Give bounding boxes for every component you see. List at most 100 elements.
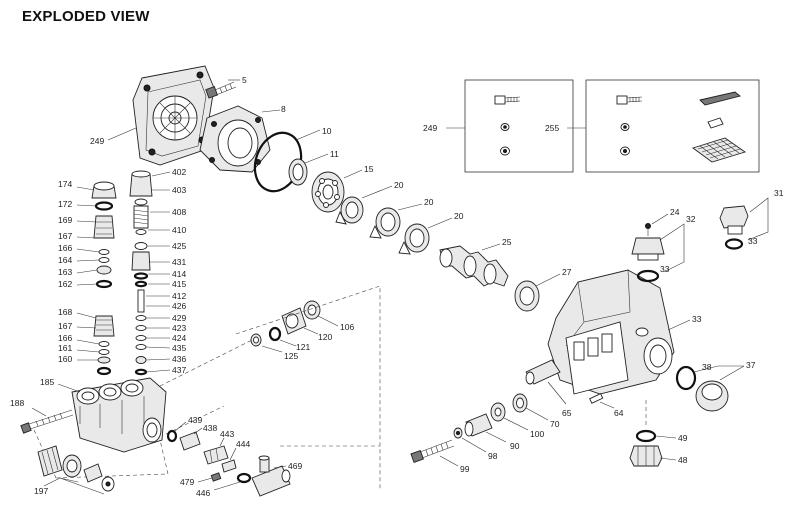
pin-64 (589, 393, 604, 404)
part-435-label: 435 (172, 343, 186, 353)
kit-box-255: 255 (545, 79, 760, 173)
part-164-label: 164 (58, 255, 72, 265)
part-436-label: 436 (172, 354, 186, 364)
part-49-label: 49 (678, 433, 688, 443)
part-163-label: 163 (58, 267, 72, 277)
o-ring-121 (268, 326, 282, 342)
part-20c-label: 20 (454, 211, 464, 221)
washer-98 (453, 427, 463, 439)
part-423-label: 423 (172, 323, 186, 333)
part-166a-label: 166 (58, 243, 72, 253)
part-90-label: 90 (510, 441, 520, 451)
part-125-label: 125 (284, 351, 298, 361)
part-174-label: 174 (58, 179, 72, 189)
part-53-label: 33 (692, 314, 702, 324)
bearing-15 (311, 171, 345, 213)
part-162-label: 162 (58, 279, 72, 289)
drain-plug-48 (629, 445, 663, 467)
fitting-479 (210, 472, 222, 482)
fitting-125 (250, 333, 262, 347)
part-70-label: 70 (550, 419, 560, 429)
part-167b-label: 167 (58, 321, 72, 331)
part-415-label: 415 (172, 279, 186, 289)
unloader-leader-lines (145, 171, 171, 373)
seal-11 (288, 158, 308, 186)
o-ring-446 (236, 472, 252, 484)
part-249-label: 249 (90, 136, 104, 146)
part-469-label: 469 (288, 461, 302, 471)
part-65-label: 65 (562, 408, 572, 418)
part-425-label: 425 (172, 241, 186, 251)
part-15-label: 15 (364, 164, 374, 174)
part-20b-label: 20 (424, 197, 434, 207)
unloader-assembly (129, 170, 153, 376)
part-120-label: 120 (318, 332, 332, 342)
bearing-27 (514, 280, 540, 312)
part-403-label: 403 (172, 185, 186, 195)
manifold-185 (71, 377, 167, 453)
crankshaft-25 (439, 245, 509, 287)
flange-8 (199, 105, 271, 173)
seal-70 (512, 393, 528, 413)
part-98-label: 98 (488, 451, 498, 461)
o-ring-38 (675, 365, 697, 391)
part-426-label: 426 (172, 301, 186, 311)
part-479-label: 479 (180, 477, 194, 487)
part-185-label: 185 (40, 377, 54, 387)
part-429-label: 429 (172, 313, 186, 323)
part-431-label: 431 (172, 257, 186, 267)
part-25-label: 25 (502, 237, 512, 247)
part-100-label: 100 (530, 429, 544, 439)
part-5-label: 5 (242, 75, 247, 85)
part-414-label: 414 (172, 269, 186, 279)
part-20a-label: 20 (394, 180, 404, 190)
part-167a-label: 167 (58, 231, 72, 241)
part-32-label: 32 (686, 214, 696, 224)
sight-glass-37 (695, 380, 729, 412)
bolt-188 (20, 409, 74, 434)
part-121-label: 121 (296, 342, 310, 352)
part-446-label: 446 (196, 488, 210, 498)
bolt-5 (205, 81, 237, 99)
o-ring-439 (166, 429, 178, 443)
part-10-label: 10 (322, 126, 332, 136)
part-188-label: 188 (10, 398, 24, 408)
part-27-label: 27 (562, 267, 572, 277)
part-410-label: 410 (172, 225, 186, 235)
part-160-label: 160 (58, 354, 72, 364)
part-48-label: 48 (678, 455, 688, 465)
part-408-label: 408 (172, 207, 186, 217)
part-37-label: 37 (746, 360, 756, 370)
part-168-label: 168 (58, 307, 72, 317)
part-11-label: 11 (330, 149, 339, 159)
piston-guide-65 (525, 359, 561, 385)
kit-255-label: 255 (545, 123, 559, 133)
part-106-label: 106 (340, 322, 354, 332)
connecting-rod-20c (398, 223, 430, 255)
part-402-label: 402 (172, 167, 186, 177)
part-64-label: 64 (614, 408, 624, 418)
part-166b-label: 166 (58, 333, 72, 343)
part-8-label: 8 (281, 104, 286, 114)
fitting-443 (203, 445, 229, 465)
part-412-label: 412 (172, 291, 186, 301)
bolt-99 (410, 439, 455, 463)
part-439-label: 439 (188, 415, 202, 425)
part-172-label: 172 (58, 199, 72, 209)
oil-cap-32 (631, 223, 665, 261)
part-31-label: 31 (774, 188, 784, 198)
part-99-label: 99 (460, 464, 470, 474)
part-33b-label: 33 (748, 236, 758, 246)
fitting-106 (303, 300, 321, 320)
nipple-444 (221, 459, 237, 473)
page-title: EXPLODED VIEW (22, 8, 150, 25)
part-443-label: 443 (220, 429, 234, 439)
part-169-label: 169 (58, 215, 72, 225)
washer-100 (490, 402, 506, 422)
plunger-90 (464, 413, 493, 437)
valve-leader-lines (76, 186, 100, 361)
part-437-label: 437 (172, 365, 186, 375)
rear-cover (132, 65, 215, 166)
part-161-label: 161 (58, 343, 72, 353)
crankcase-53 (547, 269, 675, 395)
